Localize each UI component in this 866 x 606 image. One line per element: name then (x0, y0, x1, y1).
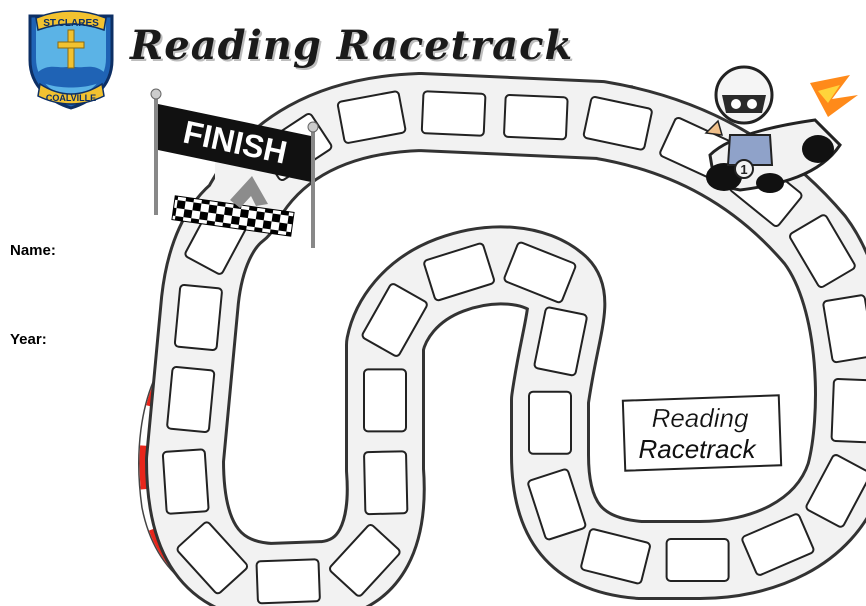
racetrack-sign: Reading Racetrack (621, 394, 783, 472)
track-space (503, 241, 577, 304)
track-space (580, 528, 651, 585)
track-spaces (161, 90, 866, 605)
page-title: Reading Racetrack (130, 22, 574, 69)
track-space (665, 538, 730, 582)
track-space (527, 468, 587, 541)
track-space (173, 284, 223, 351)
track-space (255, 558, 321, 605)
crest-top-text: ST.CLARES (43, 18, 99, 29)
track-space (336, 90, 407, 144)
race-car-number: 1 (740, 162, 747, 177)
track-space (503, 93, 569, 141)
race-car-icon: 1 (704, 65, 858, 193)
year-label: Year: (10, 331, 47, 348)
sign-line1: Reading (652, 403, 749, 433)
track-space (363, 368, 407, 433)
track-space (582, 96, 653, 151)
track-space (176, 521, 249, 595)
track-space (161, 448, 210, 515)
track-space (420, 90, 487, 137)
track-space (361, 283, 428, 357)
arrow-up-icon (230, 176, 268, 208)
name-label: Name: (10, 242, 56, 259)
school-crest-icon: ST.CLARES COALVILLE (28, 10, 114, 110)
track-space (789, 214, 856, 288)
track-space (329, 524, 401, 597)
finish-flag-icon: FINISH (150, 88, 319, 248)
track-space (423, 242, 495, 302)
checkered-strip (171, 195, 295, 237)
crest-bottom-text: COALVILLE (46, 93, 96, 103)
track-space (805, 454, 866, 528)
track-space (822, 294, 866, 364)
track-space (528, 390, 572, 455)
track-space (166, 366, 216, 433)
track-space (533, 306, 588, 377)
track-space (363, 450, 409, 516)
track-space (741, 513, 815, 576)
sign-line2: Racetrack (638, 434, 757, 464)
track-space (830, 378, 866, 444)
